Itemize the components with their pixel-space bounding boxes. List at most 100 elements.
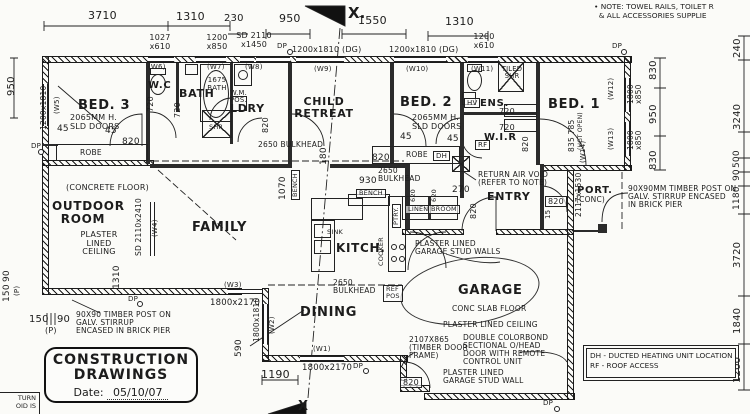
wall-exterior	[42, 288, 242, 295]
note-label-plaster-lined-ceiling: PLASTER LINED CEILING	[80, 230, 118, 257]
dim-label-1550: 1550	[358, 14, 387, 27]
wall-interior	[176, 63, 179, 112]
dim-label-590: 590	[234, 339, 244, 357]
dim-label-sd-2110-x1450: SD 2110 x1450	[236, 31, 272, 49]
dim-label-45: 45	[400, 132, 412, 142]
stamp-title-line1: CONSTRUCTION	[52, 352, 190, 368]
dim-label-500: 500	[732, 150, 742, 168]
dim-label-1310: 1310	[176, 10, 205, 23]
dim-label-1200-x850: 1200 x850	[206, 33, 228, 51]
dim-label-820: 820	[122, 137, 140, 147]
note-label-dp: DP	[128, 295, 139, 303]
dim-label-150: 150	[29, 314, 49, 325]
wall-interior	[330, 164, 408, 168]
window-opening	[394, 57, 446, 62]
fixture-box	[234, 64, 252, 86]
dim-label-820: 820	[469, 203, 478, 219]
dim-label-45: 45	[57, 124, 69, 134]
wall-interior	[146, 144, 150, 164]
dim-label-830: 830	[648, 60, 659, 80]
note-label--w6-: (W6)	[148, 63, 166, 71]
dim-label-620: 620	[409, 188, 417, 202]
dim-label-1310: 1310	[445, 15, 474, 28]
note-label-conc-slab-floor: CONC SLAB FLOOR	[452, 304, 527, 313]
room-bed-1: BED. 1	[548, 97, 601, 112]
wall-interior	[288, 63, 292, 164]
dim-label-1800-x850: 1800 x850	[626, 130, 644, 150]
note-label--w4-: (W4)	[151, 219, 159, 237]
downpipe-marker	[363, 368, 369, 374]
fixture-box	[230, 96, 247, 111]
room-ens: ENS.	[480, 98, 510, 109]
room-garage: GARAGE	[458, 283, 523, 298]
fixture-box	[504, 104, 537, 117]
dim-label-90: 90	[732, 169, 742, 181]
dim-label-1310: 1310	[112, 265, 122, 289]
section-marker-top: X.	[348, 4, 366, 22]
note-label-cooker: COOKER	[377, 237, 385, 266]
dim-label-90: 90	[2, 270, 12, 282]
dim-label-820: 820	[400, 377, 422, 389]
room-ldry: LDRY	[230, 102, 265, 115]
note-label--w2-: (W2)	[268, 316, 276, 334]
dim-label-270: 270	[452, 185, 470, 195]
dim-label-950: 950	[6, 76, 17, 96]
dim-label-1800x2170: 1800x2170	[210, 298, 261, 308]
dim-label-1180: 1180	[732, 186, 742, 210]
note-label--w7-: (W7)	[207, 63, 225, 71]
dim-label-45: 45	[105, 126, 117, 136]
wall-interior	[390, 63, 394, 164]
fixture-box	[311, 198, 363, 220]
dim-label-1800-x850: 1800 x850	[626, 84, 644, 104]
window-opening	[196, 57, 226, 62]
note-label-ptry-: PTRY.	[392, 204, 402, 228]
room-bed-2: BED. 2	[400, 95, 453, 110]
note-label-hv: HV	[464, 98, 481, 109]
room-port: PORT.	[577, 185, 613, 196]
window-opening-vertical	[43, 84, 48, 126]
note-label-broom: BROOM	[428, 205, 460, 215]
fixture-box	[185, 64, 198, 75]
note-label-dp: DP	[543, 399, 554, 407]
dim-label-1800x1810: 1800x1810	[252, 297, 261, 342]
note-label-sink: SINK	[327, 228, 343, 236]
note-label-dp: DP	[31, 142, 42, 150]
note-label-bench: BENCH	[291, 170, 301, 200]
note-label-w-m-pos-: W.M. POS.	[230, 89, 247, 105]
note-label-double-colorbond-section: DOUBLE COLORBOND SECTIONAL O/HEAD DOOR W…	[463, 333, 549, 367]
dim-label-930: 930	[359, 176, 377, 186]
wall-exterior	[496, 229, 574, 235]
shower-crossed-box	[498, 62, 524, 92]
room-kitchen: KITCH.	[336, 241, 386, 255]
toilet-ellipse	[150, 74, 166, 95]
stamp-date-value: 05/10/07	[107, 385, 169, 400]
toilet-ellipse	[467, 70, 482, 91]
note-label--w12-: (W12)	[607, 77, 615, 100]
note-label-1675-bath: 1675 BATH	[207, 76, 227, 92]
dim-label-15: 15	[544, 209, 552, 219]
cooktop-burner	[391, 256, 397, 262]
note-label-dp: DP	[612, 42, 623, 50]
dim-label-230: 230	[224, 13, 244, 24]
dim-label-1070: 1070	[278, 176, 288, 200]
dim-label--p-: (P)	[13, 285, 21, 296]
section-marker-bottom: X	[298, 399, 309, 414]
shower-crossed-box	[452, 156, 470, 172]
room-bed-3: BED. 3	[78, 98, 131, 113]
wall-exterior	[540, 165, 632, 171]
dim-label-90: 90	[57, 314, 71, 325]
fixture-box	[314, 224, 331, 238]
wall-exterior	[402, 229, 464, 235]
note-label-tiled-shr: TILED SHR	[501, 65, 523, 81]
dim-label-720: 720	[499, 107, 515, 116]
trough-circle	[238, 70, 248, 80]
dim-label-1840: 1840	[732, 307, 743, 334]
room-family: FAMILY	[192, 220, 248, 235]
window-opening	[148, 57, 174, 62]
note-label-return-air-void-refer-to: RETURN AIR VOID (REFER TO NOTE)	[478, 170, 549, 188]
dim-label-3240: 3240	[732, 103, 743, 130]
dim-label-180: 180	[319, 147, 329, 165]
note-label-2650-bulkhead: 2650 BULKHEAD	[378, 166, 421, 184]
